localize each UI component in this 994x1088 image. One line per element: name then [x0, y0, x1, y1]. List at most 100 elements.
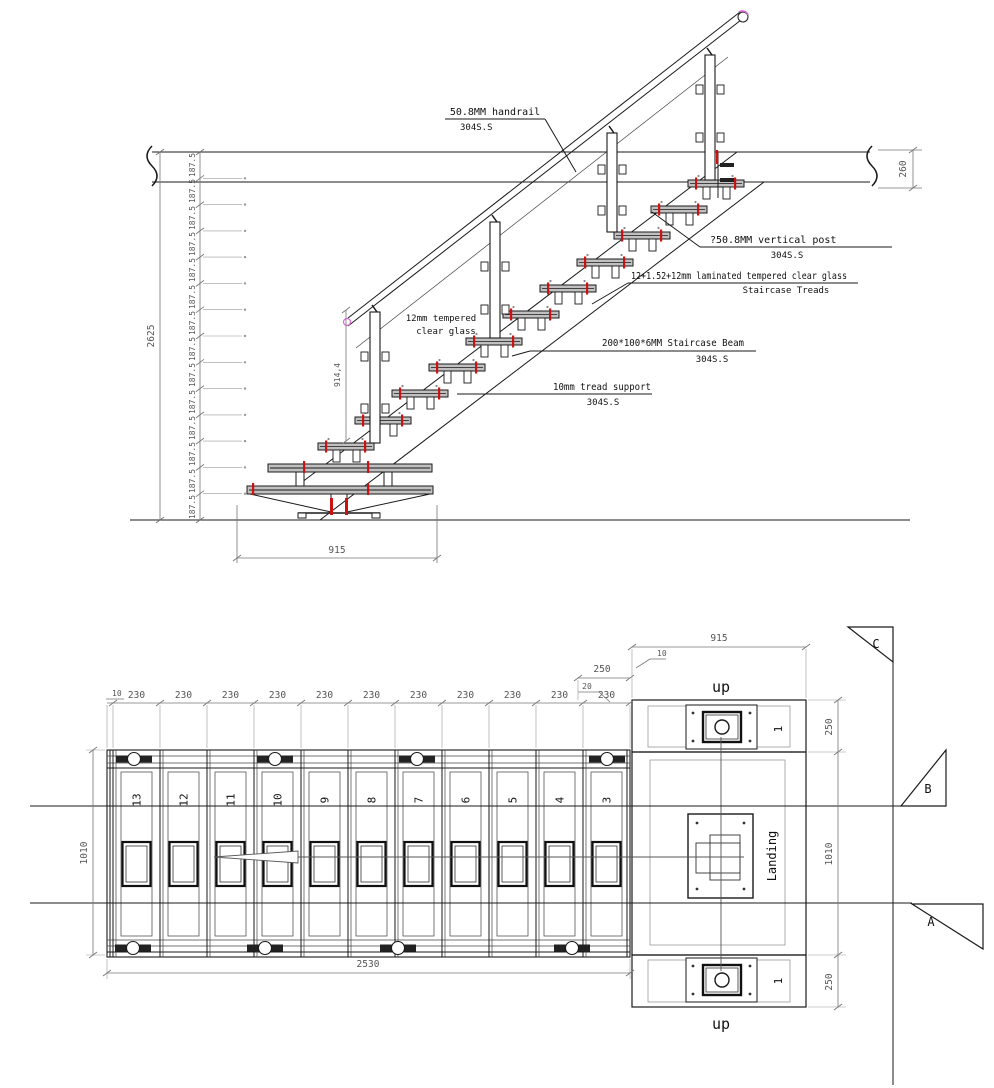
- dim-rail-offset-text: 10: [112, 689, 122, 698]
- glass-top-edge: [355, 56, 729, 349]
- dim-landing-length-text: 1010: [824, 842, 835, 865]
- handrail: [342, 10, 749, 327]
- dim-tread-chain: 10 230 230 230 230 230 230 230 230 230 2…: [106, 689, 635, 748]
- tread-number: 6: [460, 797, 473, 804]
- dim-riser-text: 187.5: [188, 442, 197, 466]
- slab-break-right: [866, 145, 878, 187]
- dim-tread-text: 230: [316, 690, 333, 701]
- tread-columns: [119, 770, 624, 938]
- dim-gap: 10: [635, 649, 667, 669]
- handrail-cap-highlight: [738, 10, 749, 16]
- dim-glass-height-text: 914,4: [333, 363, 342, 387]
- floor-slab: [146, 145, 878, 187]
- up-label-bottom: up: [712, 1015, 730, 1033]
- rail-posts: [114, 751, 626, 956]
- tread-number: 8: [366, 797, 379, 804]
- dim-right-chain: 250 1010 250: [808, 696, 846, 1011]
- dim-nosing: 20: [578, 682, 611, 703]
- dim-landing-top-text: 250: [824, 718, 835, 735]
- note-vertical-post: ?50.8MM vertical post 304S.S: [651, 211, 892, 261]
- dim-slab-text: 260: [898, 160, 909, 177]
- slab-break-left: [146, 145, 158, 187]
- note-beam-text: 200*100*6MM Staircase Beam: [602, 338, 744, 349]
- note-handrail: 50.8MM handrail 304S.S: [445, 107, 577, 173]
- dim-riser-text: 187.5: [188, 179, 197, 203]
- elevation-view: 2625 187.5 187.5 187.5 187.5 187.5 187.5…: [130, 10, 922, 563]
- dim-tread-text: 230: [504, 690, 521, 701]
- first-tread-number: 1: [772, 726, 785, 733]
- dim-riser-text: 187.5: [188, 311, 197, 335]
- dim-landing-width: 915: [627, 633, 811, 698]
- section-marker-c-label: C: [872, 637, 879, 651]
- beam-arrow: [213, 850, 299, 864]
- dim-first-tread-text: 250: [593, 664, 610, 675]
- note-beam: 200*100*6MM Staircase Beam 304S.S: [511, 338, 756, 365]
- note-glass-panel-line2: clear glass: [416, 327, 476, 337]
- dim-riser-text: 187.5: [188, 232, 197, 256]
- section-marker-b: B: [899, 748, 947, 807]
- dim-flight-length-text: 2530: [357, 959, 380, 970]
- landing-label: Landing: [765, 831, 779, 882]
- tread-boundaries: [112, 750, 628, 957]
- dim-riser-text: 187.5: [188, 390, 197, 414]
- dim-riser-text: 187.5: [188, 206, 197, 230]
- dim-riser-text: 187.5: [188, 469, 197, 493]
- vertical-posts: [360, 47, 725, 444]
- dim-tread-text: 230: [363, 690, 380, 701]
- dim-nosing-text: 20: [582, 682, 592, 691]
- dim-riser-text: 187.5: [188, 495, 197, 519]
- dim-riser-text: 187.5: [188, 258, 197, 282]
- note-tread-support-spec: 304S.S: [587, 398, 620, 408]
- riser-witness-lines: [203, 177, 247, 495]
- note-handrail-text: 50.8MM handrail: [450, 107, 540, 118]
- treads-elevation: [317, 174, 745, 463]
- dim-landing-bottom-text: 250: [824, 973, 835, 990]
- dim-base-width-text: 915: [328, 545, 345, 556]
- tread-number: 3: [601, 797, 614, 804]
- center-beam-leader: [213, 850, 744, 864]
- dim-flight-width: 1010: [79, 746, 105, 959]
- note-tread-support-text: 10mm tread support: [553, 382, 651, 393]
- tread-number: 10: [272, 793, 285, 806]
- dim-tread-text: 230: [269, 690, 286, 701]
- tread-number: 12: [178, 793, 191, 806]
- dim-riser-chain: 187.5 187.5 187.5 187.5 187.5 187.5 187.…: [188, 148, 247, 524]
- dim-base-width: 915: [232, 505, 442, 563]
- dim-riser-text: 187.5: [188, 285, 197, 309]
- tread-number: 7: [413, 797, 426, 804]
- dim-landing-width-text: 915: [710, 633, 727, 644]
- note-vertical-post-spec: 304S.S: [771, 251, 804, 261]
- note-glass-treads-text: 12+1.52+12mm laminated tempered clear gl…: [631, 271, 847, 282]
- plan-view: 13 12 11 10 9 8 7 6 5 4 3 1 Landing: [30, 626, 984, 1085]
- dim-flight-width-text: 1010: [79, 841, 90, 864]
- handrail-end-highlight: [342, 317, 352, 327]
- dim-first-tread: 250: [573, 664, 635, 700]
- dim-tread-text: 230: [175, 690, 192, 701]
- base-landing: [246, 461, 434, 519]
- dim-riser-text: 187.5: [188, 363, 197, 387]
- dim-flight-length: 2530: [102, 959, 635, 979]
- note-vertical-post-text: ?50.8MM vertical post: [710, 235, 836, 246]
- tread-number: 13: [131, 793, 144, 806]
- section-marker-c: C: [846, 626, 894, 664]
- tread-number: 9: [319, 797, 332, 804]
- dim-slab: 260: [878, 146, 922, 192]
- note-handrail-spec: 304S.S: [460, 123, 493, 133]
- up-label-top: up: [712, 678, 730, 696]
- section-marker-b-label: B: [924, 782, 931, 796]
- dim-riser-text: 187.5: [188, 416, 197, 440]
- note-tread-support: 10mm tread support 304S.S: [457, 382, 652, 408]
- note-glass-panel-line1: 12mm tempered: [406, 314, 476, 324]
- tread-numbers: 13 12 11 10 9 8 7 6 5 4 3: [131, 793, 614, 806]
- tread-number: 11: [225, 793, 238, 806]
- dim-gap-text: 10: [657, 649, 667, 658]
- dim-tread-text: 230: [128, 690, 145, 701]
- dim-tread-text: 230: [551, 690, 568, 701]
- dim-glass-height: 914,4: [333, 306, 351, 445]
- tread-number: 5: [507, 797, 520, 804]
- wall-bracket: [716, 150, 734, 198]
- landing-center-plate: [687, 813, 754, 899]
- dim-tread-text: 230: [457, 690, 474, 701]
- dim-total-height: 2625: [146, 148, 165, 524]
- flight-body: [106, 749, 631, 958]
